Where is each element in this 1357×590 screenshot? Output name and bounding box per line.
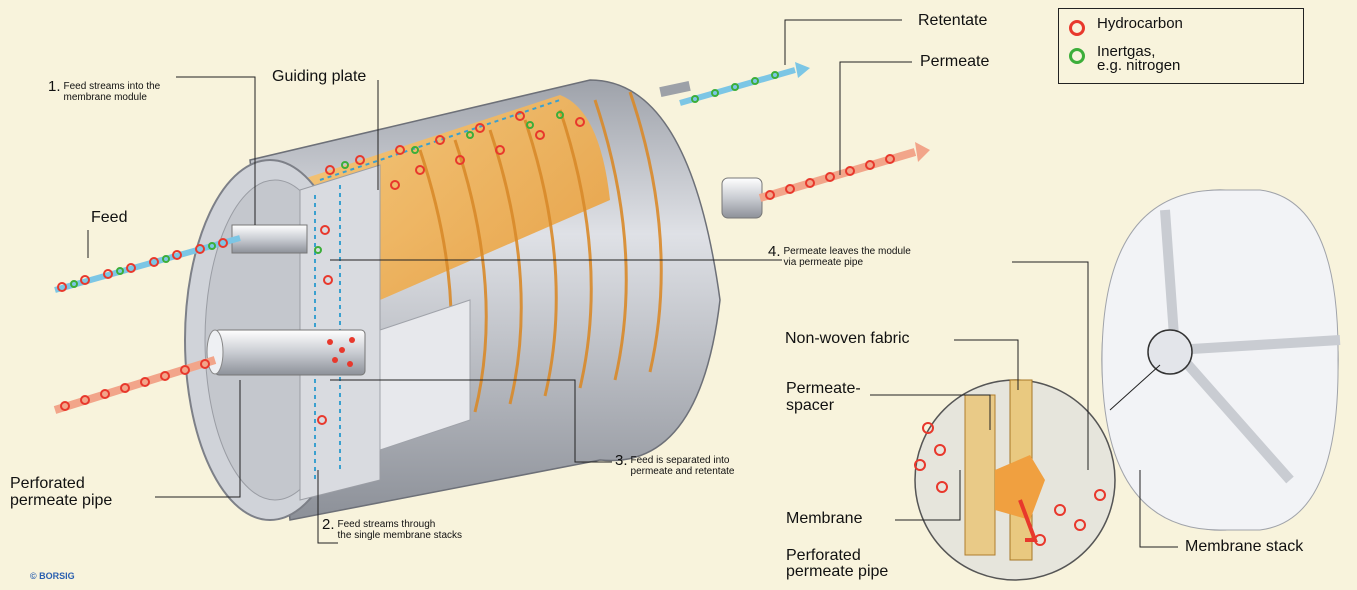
step-2-line1: Feed streams through <box>338 519 463 530</box>
label-guiding-plate: Guiding plate <box>272 68 366 86</box>
label-perforated-permeate-pipe-left-line2: permeate pipe <box>10 492 112 509</box>
label-permeate: Permeate <box>920 53 989 71</box>
magnified-detail-circle <box>915 380 1115 580</box>
hydrocarbon-symbol-icon <box>1069 20 1085 36</box>
legend-label-inertgas-line2: e.g. nitrogen <box>1097 59 1180 73</box>
retentate-nozzle <box>659 81 690 97</box>
step-3-line1: Feed is separated into <box>631 455 735 466</box>
label-perforated-permeate-pipe-right: Perforated permeate pipe <box>786 548 888 580</box>
label-non-woven-fabric: Non-woven fabric <box>785 330 910 348</box>
legend-item-inertgas: Inertgas, e.g. nitrogen <box>1069 45 1180 73</box>
label-perforated-permeate-pipe-left-line1: Perforated <box>10 475 112 492</box>
label-membrane-stack: Membrane stack <box>1185 538 1303 556</box>
label-retentate: Retentate <box>918 12 987 30</box>
step-3-line2: permeate and retentate <box>631 466 735 477</box>
step-4-line2: via permeate pipe <box>784 257 911 268</box>
step-2-number: 2. <box>322 516 335 541</box>
label-perforated-permeate-pipe-left: Perforated permeate pipe <box>10 475 112 509</box>
step-1-number: 1. <box>48 78 61 103</box>
step-1-annotation: 1. Feed streams into the membrane module <box>48 78 160 103</box>
label-permeate-spacer-line2: spacer <box>786 397 861 414</box>
step-4-annotation: 4. Permeate leaves the module via permea… <box>768 243 911 268</box>
permeate-outlet-stream-right <box>760 142 930 199</box>
step-2-annotation: 2. Feed streams through the single membr… <box>322 516 462 541</box>
perforated-permeate-pipe <box>207 330 365 375</box>
step-4-number: 4. <box>768 243 781 268</box>
membrane-stack-disc <box>1102 190 1340 530</box>
legend-item-hydrocarbon: Hydrocarbon <box>1069 17 1183 36</box>
label-perforated-permeate-pipe-right-line2: permeate pipe <box>786 564 888 580</box>
feed-inlet-pipe <box>232 225 307 253</box>
step-1-line2: membrane module <box>64 92 161 103</box>
permeate-nozzle <box>722 178 762 218</box>
retentate-outlet-stream <box>680 62 810 103</box>
step-4-line1: Permeate leaves the module <box>784 246 911 257</box>
step-2-line2: the single membrane stacks <box>338 530 463 541</box>
legend-label-hydrocarbon: Hydrocarbon <box>1097 17 1183 31</box>
inertgas-symbol-icon <box>1069 48 1085 64</box>
label-feed: Feed <box>91 209 127 227</box>
label-membrane: Membrane <box>786 510 862 528</box>
step-3-number: 3. <box>615 452 628 477</box>
label-permeate-spacer: Permeate- spacer <box>786 380 861 414</box>
label-permeate-spacer-line1: Permeate- <box>786 380 861 397</box>
label-perforated-permeate-pipe-right-line1: Perforated <box>786 548 888 564</box>
copyright-logo: © BORSIG <box>30 571 75 581</box>
legend: Hydrocarbon Inertgas, e.g. nitrogen <box>1058 8 1304 84</box>
step-3-annotation: 3. Feed is separated into permeate and r… <box>615 452 734 477</box>
step-1-line1: Feed streams into the <box>64 81 161 92</box>
